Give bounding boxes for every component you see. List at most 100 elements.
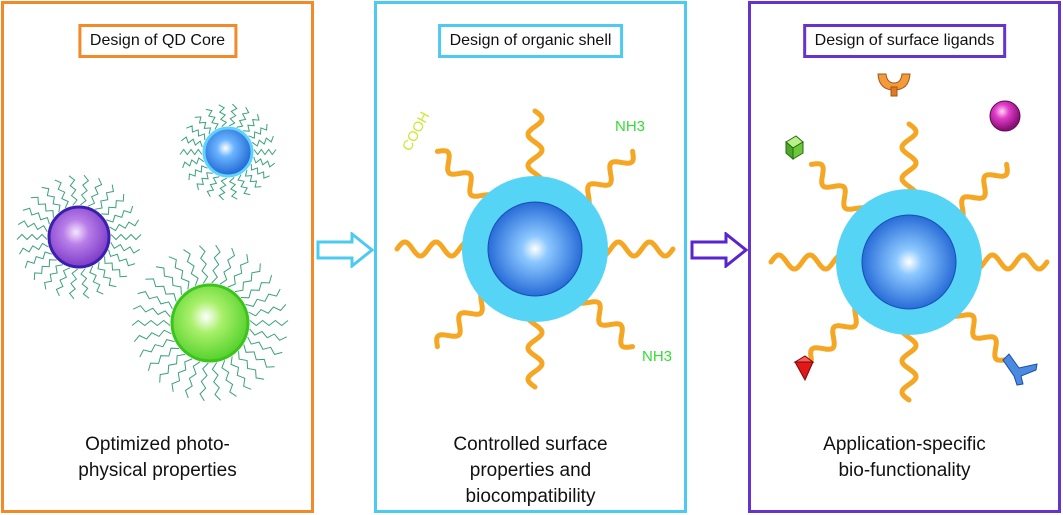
ligand-chain (106, 205, 134, 223)
ligand-chain (247, 336, 283, 355)
ligand-chain (199, 245, 209, 284)
ligand-chain (188, 165, 208, 181)
ligand-chain (194, 116, 212, 135)
ligand-chain (17, 220, 48, 233)
qd-small-blue (202, 126, 254, 178)
ligand-chain (110, 233, 142, 241)
ligand-chain (948, 161, 1010, 223)
ligand-chain (249, 328, 288, 341)
arrow-right-icon (690, 232, 748, 268)
organic-shell-header: Design of organic shell (437, 24, 624, 58)
qd-core-panel: Design of QD Core Optimized photo- physi… (1, 1, 314, 513)
ligand-chain (245, 288, 281, 307)
sphere-ligand-icon (989, 100, 1021, 132)
qd-purple (47, 205, 111, 269)
ligand-chain (68, 268, 78, 300)
nh3-label-top: NH3 (615, 118, 645, 135)
ligand-chain (183, 249, 199, 286)
ligand-chain (243, 113, 260, 132)
ligand-chain (54, 179, 69, 209)
organic-shell-caption: Controlled surface properties and biocom… (453, 434, 608, 507)
ligand-chain (109, 219, 140, 232)
surface-ligands-caption: Application-specific bio-functionality (823, 434, 986, 481)
ligand-chain (145, 278, 177, 302)
ligand-chain (228, 103, 238, 127)
ligand-chain (221, 360, 237, 397)
ligand-chain (89, 265, 104, 295)
ligand-chain (95, 184, 114, 210)
ligand-chain (899, 319, 919, 403)
ligand-chain (137, 291, 173, 310)
ligand-chain (33, 259, 57, 281)
ligand-chain (68, 175, 78, 206)
ligand-chain (44, 264, 63, 290)
ligand-chain (592, 239, 676, 259)
ligand-chain (211, 362, 221, 401)
ligand-chain (240, 274, 273, 299)
ligand-chain (196, 172, 213, 191)
antibody-y-icon (1002, 353, 1038, 386)
ligand-chain (253, 156, 276, 168)
ligand-chain (206, 176, 220, 197)
ligand-chain (133, 329, 172, 343)
ligand-chain (186, 125, 206, 141)
ligand-chain (205, 108, 219, 130)
ligand-chain (159, 353, 186, 383)
ligand-chain (249, 319, 289, 327)
qd-core-blue (861, 214, 957, 310)
qd-core-header: Design of QD Core (77, 24, 238, 58)
horseshoe-receptor-icon (877, 73, 911, 97)
surface-ligands-illustration (768, 73, 1050, 403)
ligand-chain (808, 301, 870, 363)
ligand-chain (80, 268, 90, 299)
ligand-chain (211, 244, 221, 284)
ligand-chain (230, 356, 252, 390)
ligand-chain (218, 177, 228, 201)
ligand-chain (80, 174, 90, 206)
organic-shell-illustration: COOH NH3 NH3 (394, 108, 676, 390)
surface-ligands-header: Design of surface ligands (802, 24, 1007, 58)
ligand-chain (171, 358, 193, 392)
qd-core-caption: Optimized photo- physical properties (78, 434, 237, 481)
ligand-chain (218, 104, 228, 127)
ligand-chain (184, 361, 201, 399)
ligand-chain (948, 301, 1010, 363)
ligand-chain (808, 161, 870, 223)
ligand-chain (238, 351, 265, 380)
triangle-ligand-icon (793, 355, 815, 382)
ligand-chain (180, 136, 203, 148)
ligand-chain (243, 344, 275, 368)
ligand-chain (182, 157, 205, 169)
ligand-chain (434, 148, 496, 210)
ligand-chain (104, 256, 128, 278)
ligand-chain (236, 107, 250, 128)
ligand-chain (97, 261, 117, 288)
ligand-chain (525, 108, 545, 192)
ligand-chain (199, 362, 209, 402)
ligand-chain (55, 267, 71, 297)
ligand-chain (899, 121, 919, 205)
ligand-chain (179, 148, 203, 156)
ligand-chain (248, 123, 268, 139)
ligand-chain (251, 135, 274, 147)
ligand-chain (574, 288, 636, 350)
ligand-chain (24, 251, 52, 269)
ligand-chain (16, 233, 48, 241)
arrow-right-icon (316, 232, 374, 268)
ligand-chain (768, 252, 852, 272)
ligand-chain (228, 177, 238, 200)
ligand-chain (253, 148, 277, 156)
ligand-chain (525, 306, 545, 390)
ligand-chain (227, 254, 249, 288)
ligand-chain (234, 263, 261, 293)
ligand-chain (248, 303, 287, 317)
ligand-chain (131, 319, 171, 327)
ligand-chain (41, 186, 61, 213)
ligand-chain (87, 177, 103, 207)
nh3-label-bottom: NH3 (642, 348, 672, 365)
ligand-chain (22, 207, 50, 225)
ligand-chain (155, 266, 182, 295)
ligand-chain (237, 174, 251, 196)
ligand-chain (250, 163, 270, 179)
qd-core-blue (487, 201, 583, 297)
